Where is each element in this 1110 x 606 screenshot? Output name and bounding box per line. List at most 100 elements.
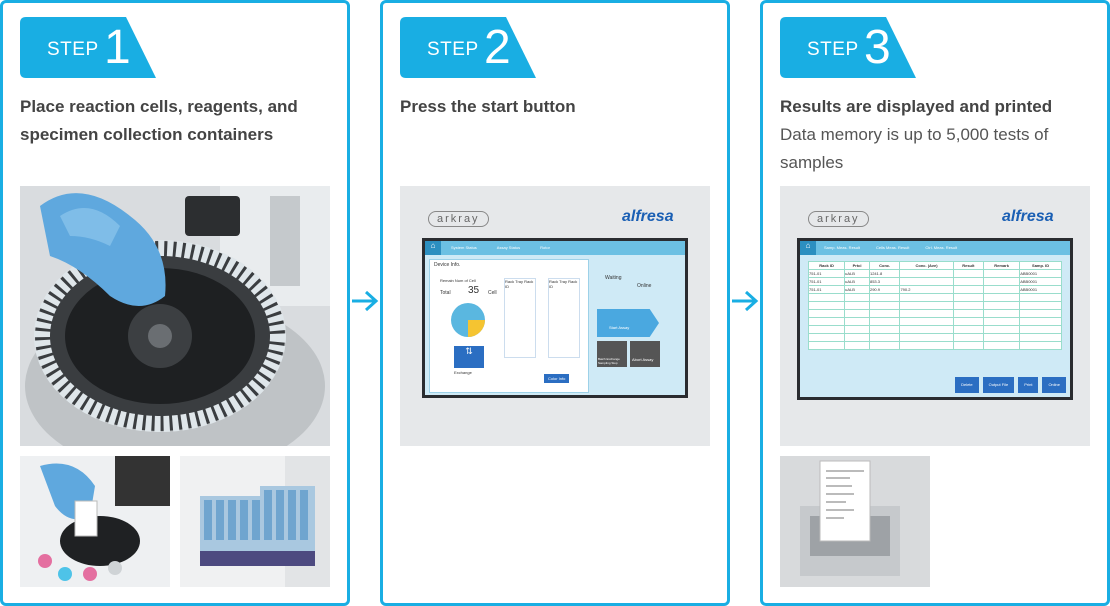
abort-assay-label: Abort Assay xyxy=(632,357,654,362)
rack-tray-b: Rack Tray Rack ID xyxy=(548,278,580,358)
table-cell: ABB0001 xyxy=(1019,277,1062,286)
step-1-panel: STEP 1 Place reaction cells, reagents, a… xyxy=(0,0,350,606)
remain-cells-label: Remain Num of Cell xyxy=(440,278,476,283)
table-row[interactable]: 751-01 uALB 290.9 790.2 ABB0001 xyxy=(807,285,1062,294)
device-info-label: Device Info. xyxy=(434,262,461,268)
table-row[interactable]: 751-01 uALB 853.3 ABB0001 xyxy=(807,277,1062,286)
step-1-heading: Place reaction cells, reagents, and spec… xyxy=(20,97,298,144)
device-info-pane: Device Info. Remain Num of Cell Total 35… xyxy=(429,259,589,393)
table-row xyxy=(807,333,1062,342)
device-start-screen-photo: arkray alfresa ⌂ System Status Assay Sta… xyxy=(400,186,710,446)
tab-ctrl-result[interactable]: Ctrl. Meas. Result xyxy=(925,245,958,250)
exchange-button[interactable]: ⇅ xyxy=(454,346,484,368)
step-2-word: STEP xyxy=(427,39,479,60)
total-label: Total xyxy=(440,290,451,296)
reaction-cell-rotor-photo xyxy=(20,186,330,446)
output-file-button[interactable]: Output File xyxy=(982,377,1015,393)
table-cell: 290.9 xyxy=(868,285,901,294)
table-row xyxy=(807,293,1062,302)
arrow-right-icon xyxy=(732,290,759,312)
device-results-screen-photo: arkray alfresa ⌂ Samp. Meas. Result Cell… xyxy=(780,186,1090,446)
step-3-subtext: Data memory is up to 5,000 tests of samp… xyxy=(780,125,1049,172)
table-cell: 751-01 xyxy=(807,285,846,294)
table-cell xyxy=(899,269,954,278)
specimen-containers-photo xyxy=(180,456,330,587)
table-cell xyxy=(899,277,954,286)
online-label: Online xyxy=(637,283,652,289)
step-3-word: STEP xyxy=(807,39,859,60)
table-cell xyxy=(983,285,1021,294)
step-2-number: 2 xyxy=(484,21,511,74)
online-button[interactable]: Online xyxy=(1042,377,1066,393)
table-row[interactable]: 751-01 uALB 1241.8 ABB0001 xyxy=(807,269,1062,278)
col-remark: Remark xyxy=(983,261,1021,270)
table-row xyxy=(807,341,1062,350)
step-3-heading: Results are displayed and printed xyxy=(780,97,1053,116)
step-3-number: 3 xyxy=(864,21,891,74)
result-toolbar: Delete Output File Print Online xyxy=(804,377,1066,393)
touch-screen: ⌂ Samp. Meas. Result Cells Meas. Result … xyxy=(797,238,1073,400)
step-1-number: 1 xyxy=(104,21,131,74)
batch-exchange-button[interactable]: Batch Exchange Sampling Stop xyxy=(597,341,627,367)
table-cell: 790.2 xyxy=(899,285,954,294)
tab-system-status[interactable]: System Status xyxy=(451,245,477,250)
total-value: 35 xyxy=(468,285,480,296)
screen-tab-bar: ⌂ Samp. Meas. Result Cells Meas. Result … xyxy=(800,241,1070,255)
abort-assay-button[interactable]: Abort Assay xyxy=(630,341,660,367)
batch-exchange-label: Batch Exchange Sampling Stop xyxy=(598,357,620,365)
tab-assay-status[interactable]: Assay Status xyxy=(496,245,521,250)
table-row xyxy=(807,325,1062,334)
step-2-panel: STEP 2 Press the start button arkray alf… xyxy=(380,0,730,606)
table-cell: uALB xyxy=(844,277,870,286)
arkray-logo: arkray xyxy=(808,211,869,227)
alfresa-logo: alfresa xyxy=(1002,208,1054,225)
start-assay-label: Start Assay xyxy=(609,325,630,330)
arrow-right-icon xyxy=(352,290,379,312)
tab-samp-result[interactable]: Samp. Meas. Result xyxy=(824,245,861,250)
rack-tray-a: Rack Tray Rack ID xyxy=(504,278,536,358)
step-2-badge: STEP 2 xyxy=(400,17,536,78)
step-1-word: STEP xyxy=(47,39,99,60)
col-prtcl: Prtcl xyxy=(844,261,870,270)
alfresa-logo: alfresa xyxy=(622,208,674,225)
exchange-label: Exchange xyxy=(454,370,472,375)
table-cell: 751-01 xyxy=(807,277,846,286)
col-conc-ave: Conc. (Ave) xyxy=(899,261,954,270)
table-cell xyxy=(983,269,1021,278)
table-cell: uALB xyxy=(844,285,870,294)
table-cell xyxy=(952,269,985,278)
arkray-logo: arkray xyxy=(428,211,489,227)
tab-rotor[interactable]: Rotor xyxy=(540,245,550,250)
col-samp-id: Samp. ID xyxy=(1019,261,1062,270)
results-table: Rack ID Prtcl Conc. Conc. (Ave) Result R… xyxy=(807,261,1062,350)
table-cell: 853.3 xyxy=(868,277,901,286)
col-conc: Conc. xyxy=(868,261,901,270)
step-2-heading: Press the start button xyxy=(400,97,576,116)
table-cell: 1241.8 xyxy=(868,269,901,278)
table-row xyxy=(807,301,1062,310)
delete-button[interactable]: Delete xyxy=(955,377,979,393)
results-header-row: Rack ID Prtcl Conc. Conc. (Ave) Result R… xyxy=(807,261,1062,270)
tab-cells-result[interactable]: Cells Meas. Result xyxy=(876,245,910,250)
home-icon[interactable]: ⌂ xyxy=(800,241,816,255)
screen-tab-bar: ⌂ System Status Assay Status Rotor xyxy=(425,241,685,255)
table-row xyxy=(807,309,1062,318)
col-result: Result xyxy=(952,261,985,270)
step-3-badge: STEP 3 xyxy=(780,17,916,78)
table-cell xyxy=(952,277,985,286)
step-1-badge: STEP 1 xyxy=(20,17,156,78)
print-button[interactable]: Print xyxy=(1018,377,1039,393)
home-icon[interactable]: ⌂ xyxy=(425,241,441,255)
step-3-panel: STEP 3 Results are displayed and printed… xyxy=(760,0,1110,606)
touch-screen: ⌂ System Status Assay Status Rotor Devic… xyxy=(422,238,688,398)
table-cell: 751-01 xyxy=(807,269,846,278)
start-assay-button[interactable]: Start Assay xyxy=(597,309,659,337)
waiting-label: Waiting xyxy=(605,275,622,281)
printer-output-photo xyxy=(780,456,930,587)
col-rack-id: Rack ID xyxy=(807,261,846,270)
color-info-button[interactable]: Color Info xyxy=(544,374,570,383)
cell-label: Cell xyxy=(488,290,497,296)
reagent-loading-photo xyxy=(20,456,170,587)
table-cell xyxy=(983,277,1021,286)
table-row xyxy=(807,317,1062,326)
